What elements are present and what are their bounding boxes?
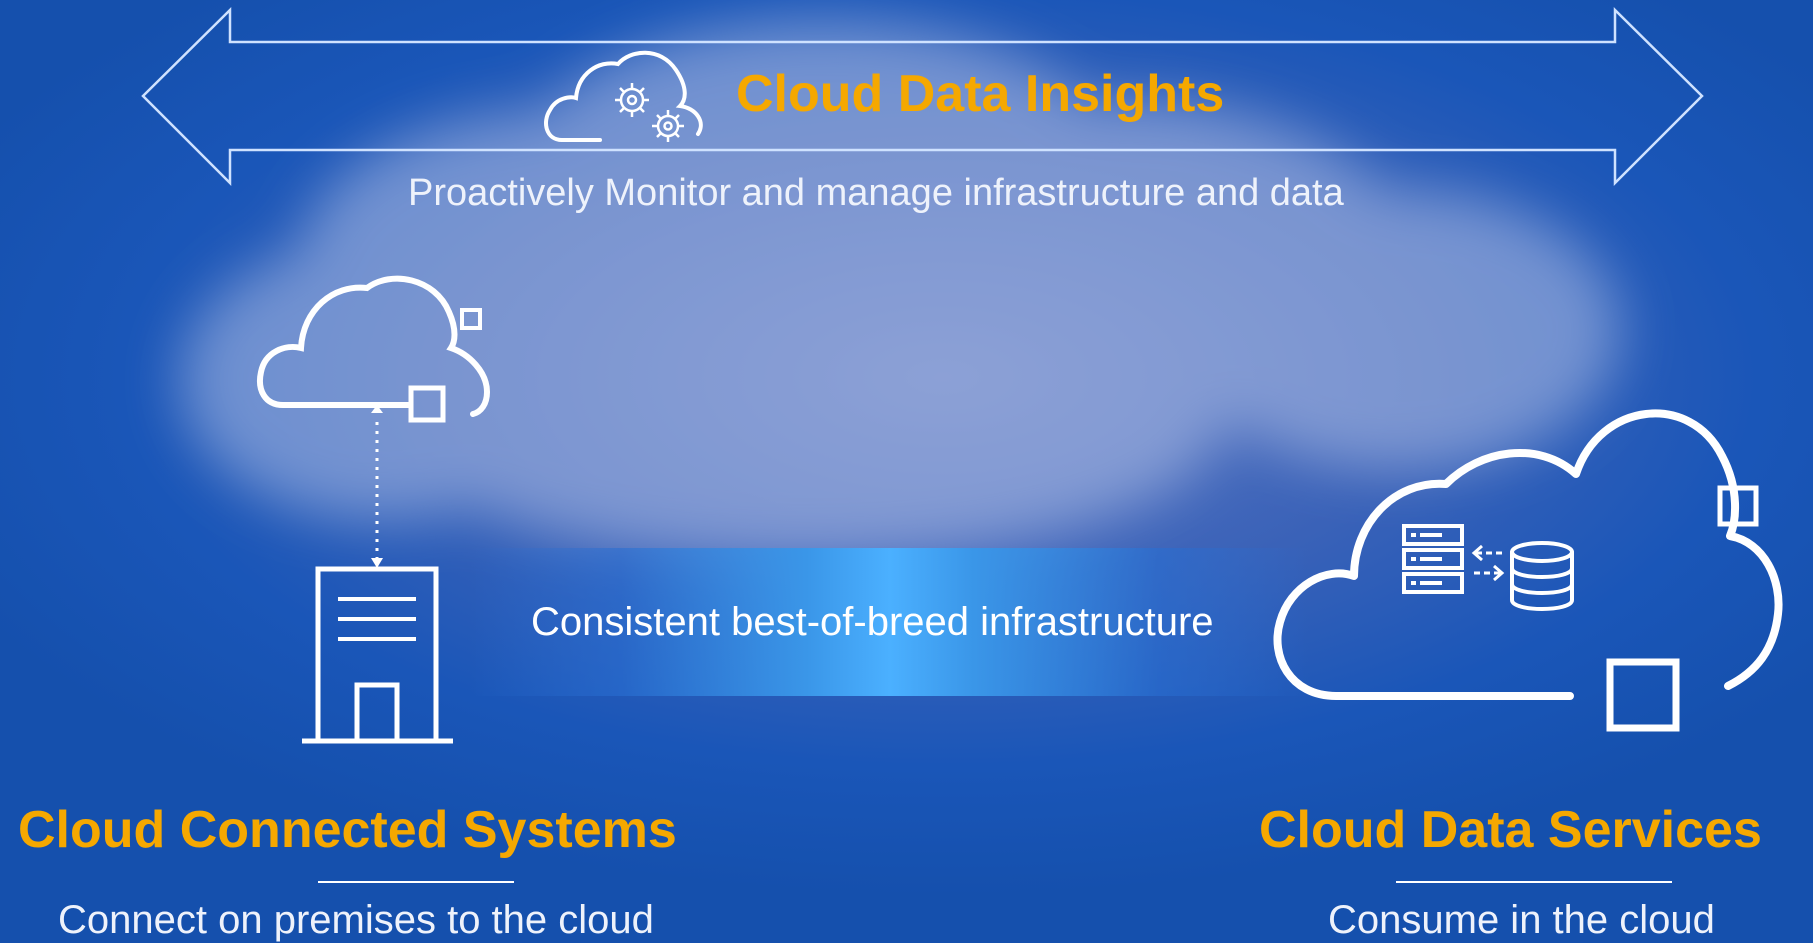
- services-subtitle: Consume in the cloud: [1328, 898, 1715, 942]
- cloud-data-services-icon: [1273, 409, 1783, 732]
- cloud-with-box-icon: [257, 275, 491, 568]
- insights-subtitle: Proactively Monitor and manage infrastru…: [408, 172, 1344, 214]
- services-divider: [1396, 881, 1672, 883]
- services-title: Cloud Data Services: [1259, 801, 1762, 859]
- connected-title: Cloud Connected Systems: [18, 801, 677, 859]
- cloud-gears-icon: [544, 50, 703, 142]
- infrastructure-band: [470, 548, 1310, 696]
- insights-title: Cloud Data Insights: [736, 65, 1225, 123]
- connected-subtitle: Connect on premises to the cloud: [58, 898, 654, 942]
- building-icon: [302, 566, 453, 744]
- connected-divider: [318, 881, 514, 883]
- double-arrow-icon: [141, 7, 1704, 187]
- band-label: Consistent best-of-breed infrastructure: [531, 600, 1214, 644]
